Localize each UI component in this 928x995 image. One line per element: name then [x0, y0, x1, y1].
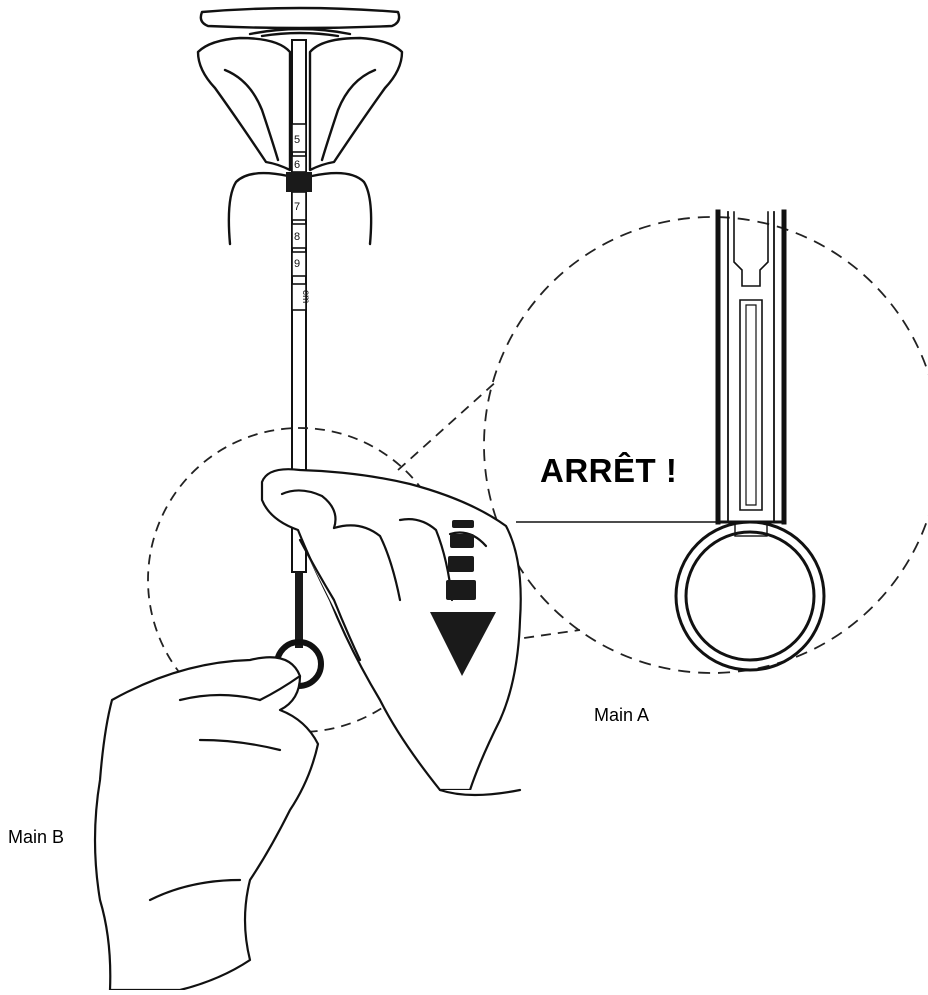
scale-mark-6: 6	[294, 159, 300, 171]
scale-mark-7: 7	[294, 201, 300, 213]
zoomed-ring-handle-icon	[676, 522, 824, 670]
scale-mark-5: 5	[294, 134, 300, 146]
depth-gauge-flange-icon	[286, 172, 312, 192]
gloved-hand-b-icon	[95, 657, 318, 990]
hand-a-label: Main A	[594, 705, 649, 726]
magnifier-circle-large	[484, 217, 928, 673]
zoomed-rod-detail	[718, 212, 784, 536]
scale-mark-8: 8	[294, 231, 300, 243]
scale-mark-cm: cm	[300, 290, 311, 303]
stop-label: ARRÊT !	[540, 452, 677, 490]
hand-b-label: Main B	[8, 827, 64, 848]
scale-mark-9: 9	[294, 258, 300, 270]
